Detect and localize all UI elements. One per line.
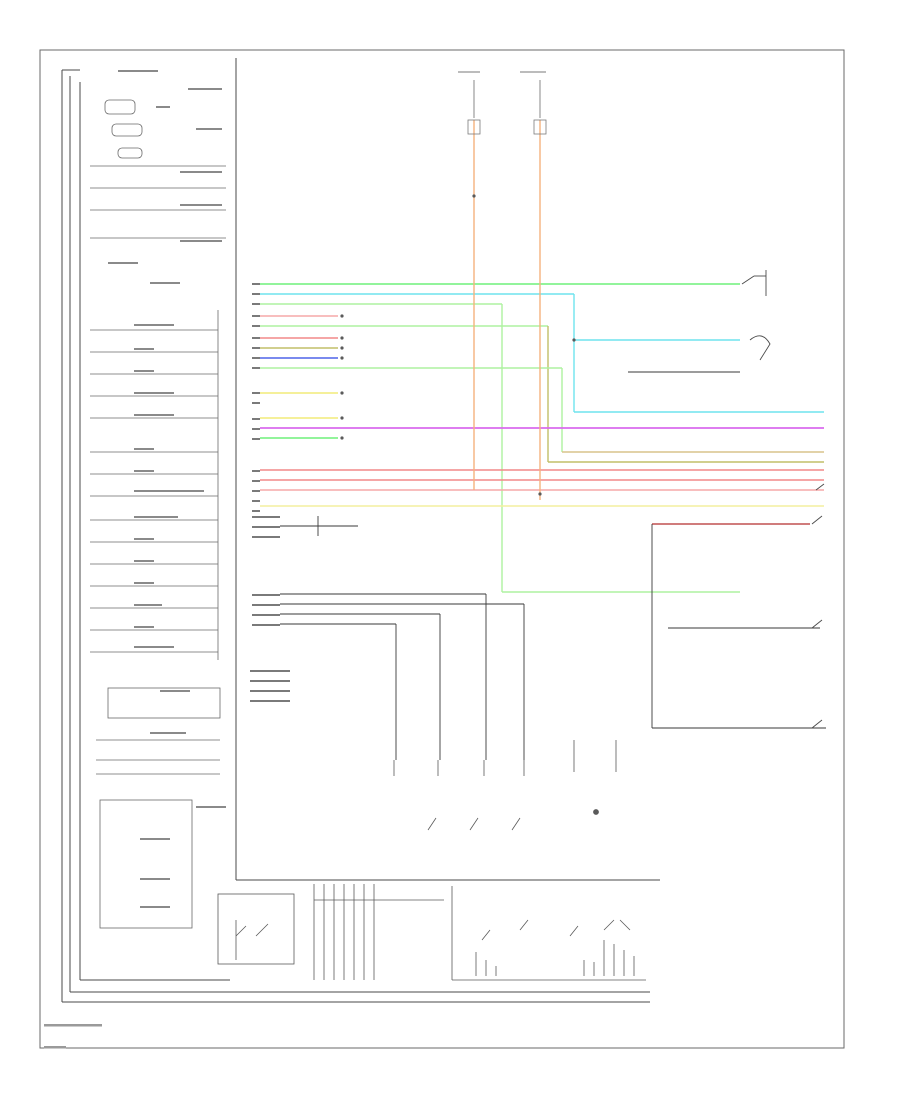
diagram-frame <box>39 49 845 1049</box>
gauge-section <box>217 884 646 981</box>
right-switches <box>741 270 825 729</box>
power-feeds <box>458 71 547 500</box>
callout-dots <box>340 194 576 496</box>
footer-code-mark <box>44 1046 66 1049</box>
lamp-symbols <box>393 740 617 831</box>
left-component-rows <box>90 99 226 929</box>
connector-pins <box>250 283 290 702</box>
signal-wires <box>280 371 826 760</box>
left-row-markers <box>108 70 226 908</box>
colored-wires <box>260 283 824 593</box>
instrument-cluster-frame <box>61 58 660 1003</box>
footer-caption-mark <box>44 1024 102 1027</box>
